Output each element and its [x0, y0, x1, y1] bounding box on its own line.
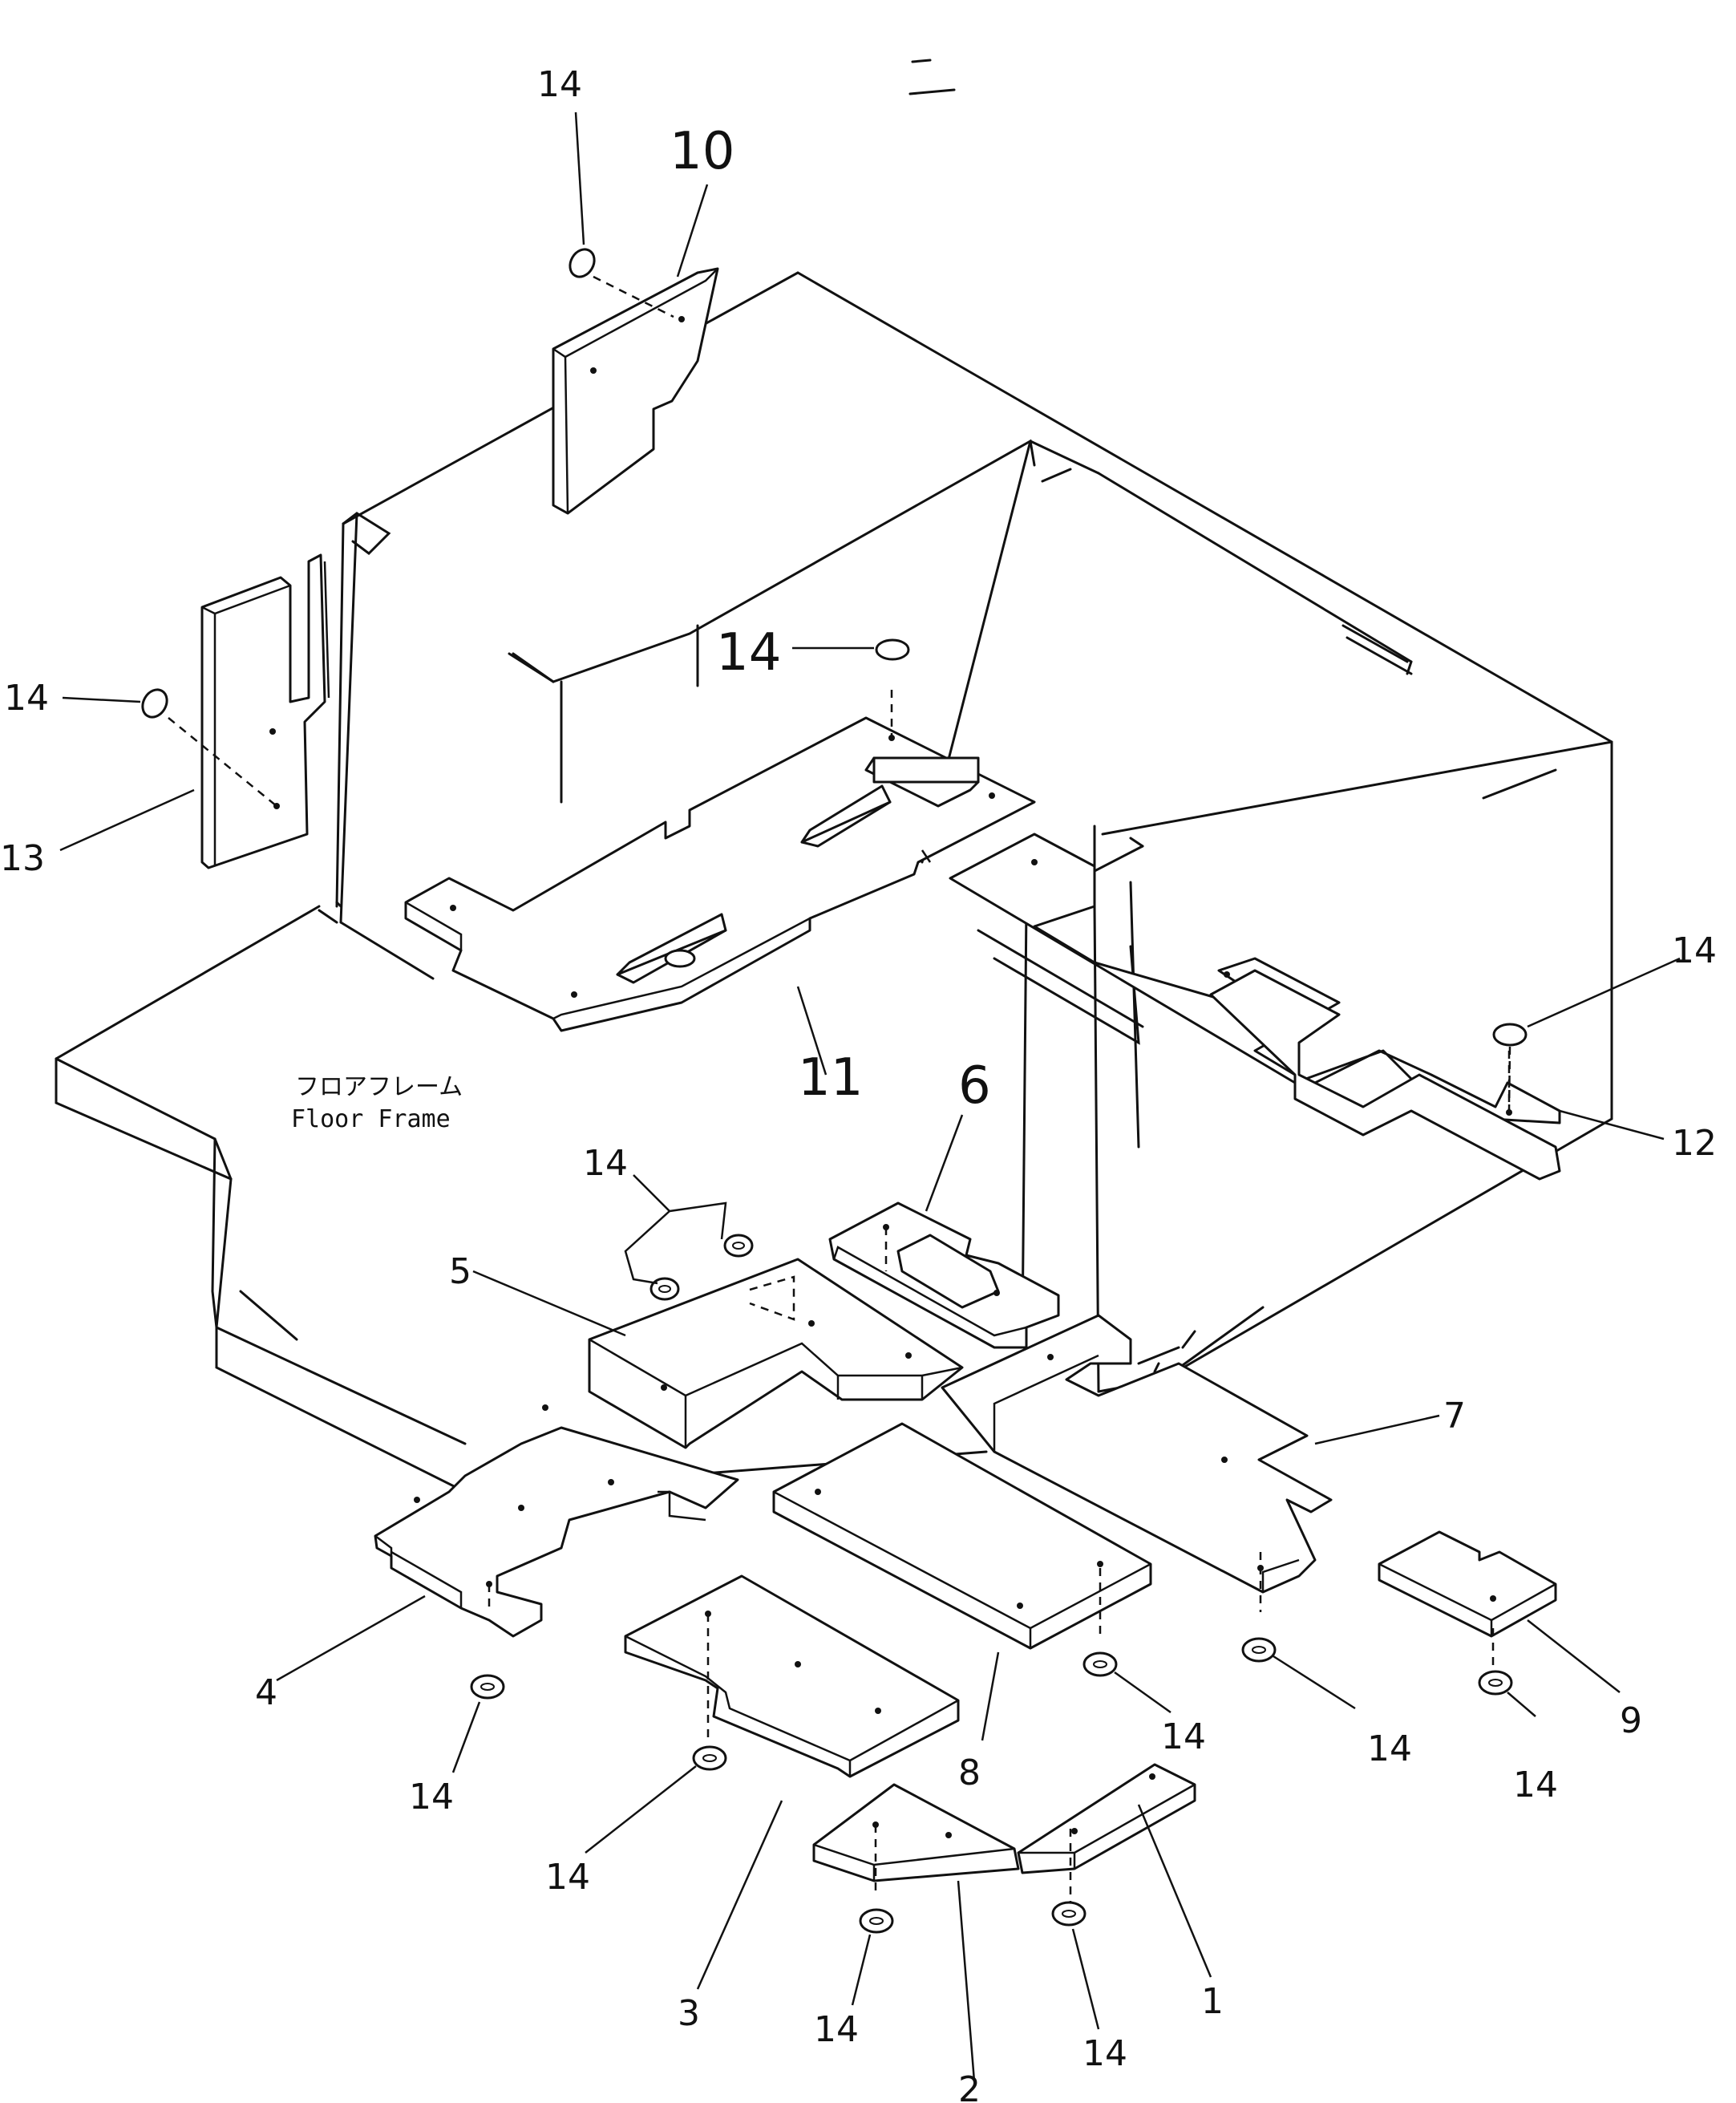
callout-14-p4: 14: [409, 1777, 454, 1817]
callout-3: 3: [678, 1993, 700, 2034]
callout-14-p9: 14: [1513, 1765, 1558, 1805]
callout-5: 5: [449, 1251, 471, 1292]
leader-lines: [59, 111, 1681, 2082]
top-mark: [911, 59, 932, 63]
part-9: [1378, 1530, 1557, 1668]
callout-8: 8: [958, 1752, 981, 1793]
callouts: 14 10 14 13 14 11 6 14 12 14 5 7 4 14 14…: [0, 64, 1717, 2103]
callout-14-p1: 14: [1082, 2033, 1127, 2074]
callout-12: 12: [1672, 1123, 1717, 1164]
callout-6: 6: [958, 1056, 991, 1116]
part-5: [588, 1258, 964, 1449]
part-6: [828, 1201, 1060, 1349]
callout-9: 9: [1620, 1700, 1642, 1741]
part-2: [812, 1783, 1020, 1893]
washers: [141, 248, 1528, 1934]
callout-14-top: 14: [537, 64, 582, 105]
callout-14-p8: 14: [1161, 1716, 1206, 1757]
callout-14-left: 14: [4, 678, 49, 719]
washer-12: [1492, 1023, 1528, 1047]
floor-frame-label-jp: フロアフレーム: [295, 1073, 463, 1101]
callout-14-p2: 14: [814, 2009, 859, 2050]
part-1: [1017, 1763, 1196, 1909]
part-12: [949, 833, 1561, 1181]
callout-10: 10: [670, 122, 734, 181]
part-7: [941, 1314, 1333, 1612]
callout-14-right: 14: [1672, 930, 1717, 971]
washer-11: [875, 638, 910, 661]
callout-2: 2: [958, 2069, 981, 2103]
callout-13: 13: [0, 838, 45, 879]
floor-frame-label-en: Floor Frame: [291, 1105, 451, 1133]
callout-14-center: 14: [583, 1143, 628, 1184]
washer-13: [141, 688, 168, 719]
washer-10: [569, 248, 596, 278]
part-4: [374, 1404, 739, 1638]
part-8: [772, 1422, 1152, 1650]
callout-14-p7: 14: [1367, 1728, 1412, 1769]
part-10: [552, 267, 719, 515]
part-13: [200, 553, 330, 869]
part-3: [624, 1574, 960, 1778]
callout-14-p3: 14: [545, 1857, 590, 1898]
callout-4: 4: [255, 1672, 277, 1713]
callout-11: 11: [798, 1048, 863, 1108]
callout-7: 7: [1443, 1396, 1466, 1436]
callout-1: 1: [1201, 1981, 1224, 2022]
callout-14-mid: 14: [716, 623, 781, 683]
part-11: [404, 690, 1036, 1032]
